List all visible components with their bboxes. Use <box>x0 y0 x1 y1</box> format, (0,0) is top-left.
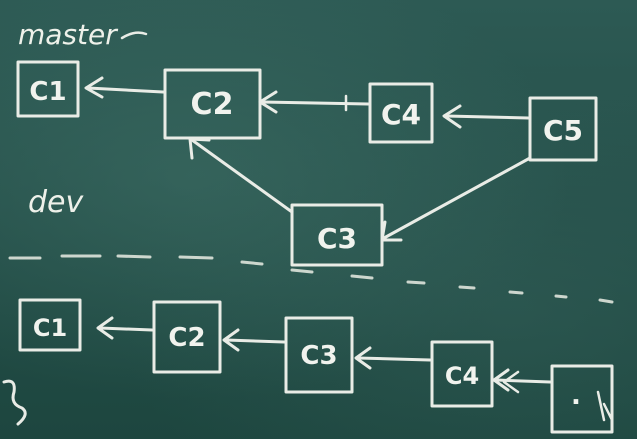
top-node-c3: C3 <box>290 203 384 267</box>
bottom-node-c1: C1 <box>18 298 82 352</box>
bottom-arrow-c5-c4 <box>492 368 552 394</box>
top-arrow-c5-c4 <box>442 104 530 129</box>
bottom-arrow-c2-c1 <box>96 316 154 340</box>
bottom-node-c2-label: C2 <box>168 323 205 353</box>
bottom-node-c3: C3 <box>284 316 354 394</box>
dashed-divider <box>8 254 614 304</box>
top-node-c3-label: C3 <box>317 222 357 255</box>
top-node-c1-label: C1 <box>29 77 66 107</box>
top-node-c5: C5 <box>528 96 598 162</box>
master-label-flourish <box>120 31 148 40</box>
bottom-node-c5: . <box>550 364 614 434</box>
top-node-c2-label: C2 <box>191 87 234 122</box>
bottom-arrow-c4-c3 <box>354 346 432 370</box>
top-node-c4: C4 <box>368 82 434 144</box>
top-node-c4-label: C4 <box>381 98 421 131</box>
top-arrow-c5-c3 <box>380 156 532 242</box>
bottom-node-c2: C2 <box>152 300 222 374</box>
bottom-node-c4: C4 <box>430 340 494 408</box>
top-node-c1: C1 <box>16 60 80 118</box>
bottom-node-c4-label: C4 <box>445 362 479 390</box>
bottom-node-c5-label: . <box>571 381 581 411</box>
chalk-scribble <box>2 379 27 426</box>
top-node-c5-label: C5 <box>543 114 583 147</box>
master-label: master <box>18 18 118 51</box>
top-arrow-c3-c2 <box>188 137 294 214</box>
top-arrow-c2-c1 <box>84 76 165 99</box>
bottom-node-c1-label: C1 <box>33 314 67 342</box>
bottom-node-c3-label: C3 <box>300 341 337 371</box>
dev-label: dev <box>28 185 85 220</box>
bottom-arrow-c3-c2 <box>222 328 286 352</box>
top-node-c2: C2 <box>163 68 262 140</box>
top-arrow-c4-c2 <box>258 90 370 114</box>
